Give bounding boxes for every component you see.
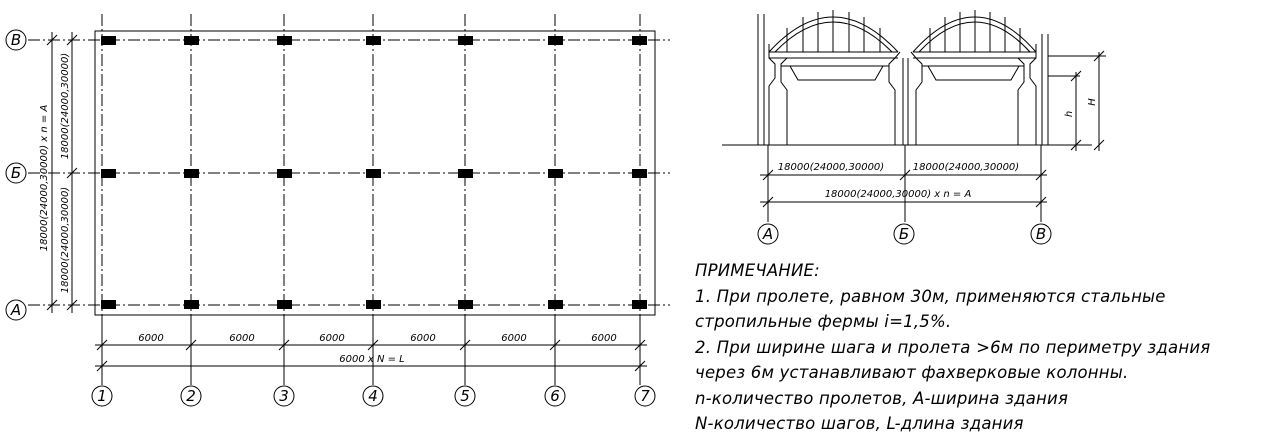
building-plan	[5, 14, 670, 407]
bay-dim-4: 6000	[410, 333, 435, 344]
notes-line-5: n-количество пролетов, А-ширина здания	[695, 388, 1069, 408]
height-H-label: H	[1087, 98, 1098, 106]
row-label-a: А	[10, 301, 21, 319]
total-length-dim: 6000 x N = L	[339, 354, 405, 365]
section-span-dim-1: 18000(24000,30000)	[778, 162, 884, 173]
notes-line-2: стропильные фермы i=1,5%.	[695, 312, 952, 331]
bay-dim-3: 6000	[319, 333, 344, 344]
column-axis-bubbles	[91, 385, 656, 407]
section-span-dim-2: 18000(24000,30000)	[913, 162, 1019, 173]
column-label-3: 3	[279, 387, 289, 405]
column-label-1: 1	[97, 387, 107, 405]
span-dim-upper: 18000(24000,30000)	[60, 53, 71, 159]
row-label-v: В	[11, 31, 21, 49]
span-dimension-lines	[46, 32, 78, 313]
notes-block: ПРИМЕЧАНИЕ: 1. При пролете, равном 30м, …	[695, 258, 1270, 437]
height-h-label: h	[1064, 111, 1075, 117]
bay-dimension-lines	[95, 339, 647, 372]
middle-column	[888, 51, 923, 145]
section-total-width-dim: 18000(24000,30000) x n = A	[825, 189, 972, 200]
height-dimension-lines	[1048, 50, 1106, 151]
notes-line-4: через 6м устанавливают фахверковые колон…	[695, 363, 1129, 382]
section-labels: 18000(24000,30000) 18000(24000,30000) 18…	[762, 98, 1098, 243]
column-label-2: 2	[186, 387, 196, 405]
column-axis-lines	[101, 14, 641, 320]
row-axis-bubbles	[5, 29, 27, 321]
section-axis-a: А	[762, 225, 773, 243]
bay-dim-1: 6000	[138, 333, 163, 344]
bay-dim-5: 6000	[501, 333, 526, 344]
column-label-7: 7	[640, 387, 650, 405]
left-wall	[757, 14, 765, 145]
section-axis-bubbles	[757, 223, 1052, 245]
row-label-b: Б	[11, 164, 21, 182]
outer-columns	[768, 44, 1037, 145]
section-dimension-lines	[760, 145, 1047, 222]
right-roof-truss	[912, 10, 1037, 59]
notes-line-6: N-количество шагов, L-длина здания	[695, 414, 1024, 433]
building-section	[722, 10, 1106, 245]
bay-dim-2: 6000	[229, 333, 254, 344]
bay-dim-6: 6000	[591, 333, 616, 344]
column-label-4: 4	[368, 387, 378, 405]
crane-beams	[781, 65, 1024, 81]
plan-labels: В Б А 1 2 3 4 5 6 7 6000 6000 6000 6000 …	[10, 31, 650, 405]
column-leaders	[101, 320, 641, 385]
right-wall	[1041, 34, 1049, 145]
total-width-dim: 18000(24000,30000) x n = A	[39, 105, 50, 252]
row-axis-lines	[28, 39, 670, 306]
notes-line-3: 2. При ширине шага и пролета >6м по пери…	[695, 337, 1211, 357]
column-label-6: 6	[550, 387, 560, 405]
section-axis-b: Б	[899, 225, 909, 243]
span-dim-lower: 18000(24000,30000)	[60, 187, 71, 293]
structural-columns	[101, 36, 647, 309]
left-roof-truss	[768, 10, 899, 59]
notes-title: ПРИМЕЧАНИЕ:	[695, 261, 820, 280]
section-axis-v: В	[1036, 225, 1046, 243]
column-label-5: 5	[460, 387, 470, 405]
notes-line-1: 1. При пролете, равном 30м, применяются …	[695, 286, 1166, 306]
